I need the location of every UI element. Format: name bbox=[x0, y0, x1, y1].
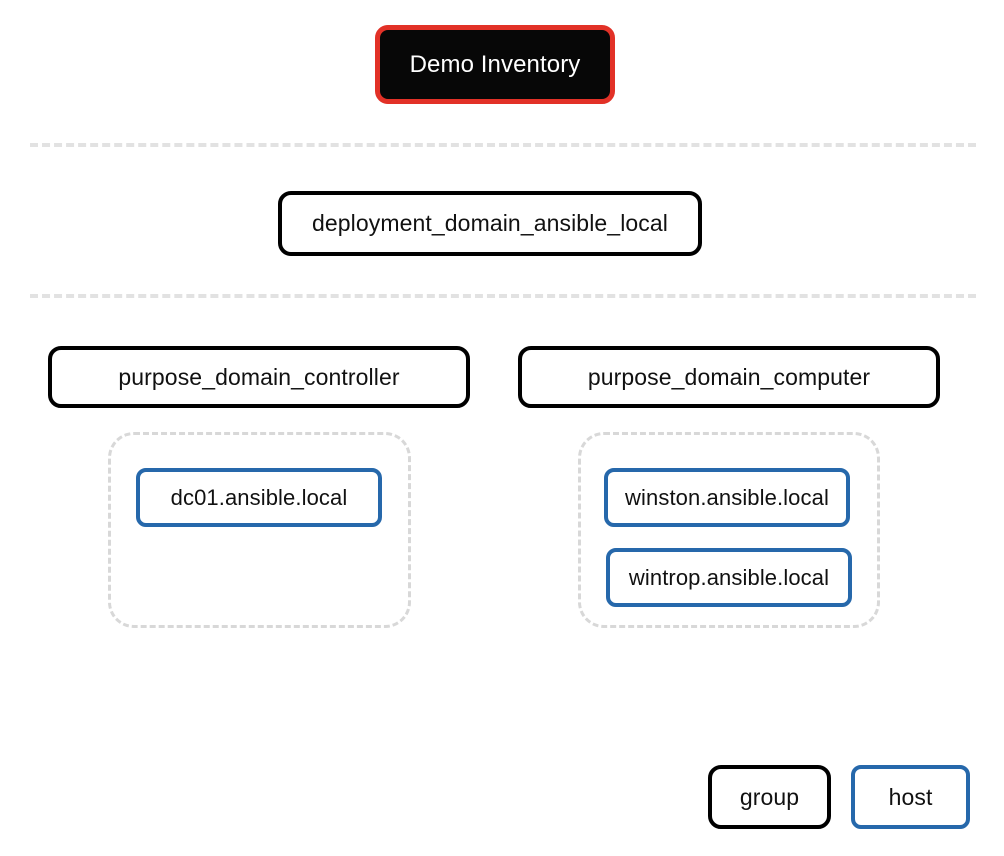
host-node-wintrop-ansible-local[interactable]: wintrop.ansible.local bbox=[606, 548, 852, 607]
host-node-label: wintrop.ansible.local bbox=[628, 564, 830, 590]
legend-item-group: group bbox=[708, 765, 831, 829]
host-container-purpose-domain-controller bbox=[108, 432, 411, 628]
inventory-node-label: Demo Inventory bbox=[409, 50, 581, 78]
group-node-purpose-domain-computer[interactable]: purpose_domain_computer bbox=[518, 346, 940, 408]
host-node-winston-ansible-local[interactable]: winston.ansible.local bbox=[604, 468, 850, 527]
group-node-label: deployment_domain_ansible_local bbox=[311, 210, 668, 236]
host-container-purpose-domain-computer bbox=[578, 432, 880, 628]
group-node-label: purpose_domain_controller bbox=[118, 363, 400, 390]
legend-item-group-label: group bbox=[739, 783, 800, 810]
host-node-dc01-ansible-local[interactable]: dc01.ansible.local bbox=[136, 468, 382, 527]
host-node-label: winston.ansible.local bbox=[625, 484, 829, 510]
rank-divider-2 bbox=[30, 294, 976, 298]
legend-item-host: host bbox=[851, 765, 970, 829]
group-node-purpose-domain-controller[interactable]: purpose_domain_controller bbox=[48, 346, 470, 408]
group-node-deployment-domain-ansible-local[interactable]: deployment_domain_ansible_local bbox=[278, 191, 702, 256]
group-node-label: purpose_domain_computer bbox=[587, 363, 871, 390]
host-node-label: dc01.ansible.local bbox=[170, 484, 348, 510]
legend-item-host-label: host bbox=[888, 783, 933, 810]
inventory-node-demo-inventory[interactable]: Demo Inventory bbox=[375, 25, 615, 104]
rank-divider-1 bbox=[30, 143, 976, 147]
